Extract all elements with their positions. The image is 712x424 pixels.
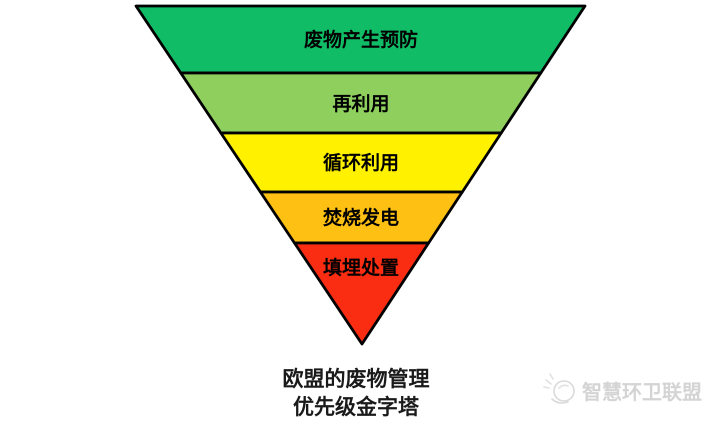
caption-line-2: 优先级金字塔 xyxy=(293,395,420,419)
level-label-reuse: 再利用 xyxy=(332,93,389,115)
pyramid-level-landfill xyxy=(293,241,431,346)
level-label-recycling: 循环利用 xyxy=(323,151,399,174)
level-label-incineration: 焚烧发电 xyxy=(323,206,399,229)
level-label-landfill: 填埋处置 xyxy=(323,256,399,279)
caption-line-1: 欧盟的废物管理 xyxy=(283,367,430,391)
hand-globe-icon xyxy=(543,373,575,404)
watermark-text: 智慧环卫联盟 xyxy=(582,380,702,404)
level-label-waste-prevention: 废物产生预防 xyxy=(304,28,418,51)
